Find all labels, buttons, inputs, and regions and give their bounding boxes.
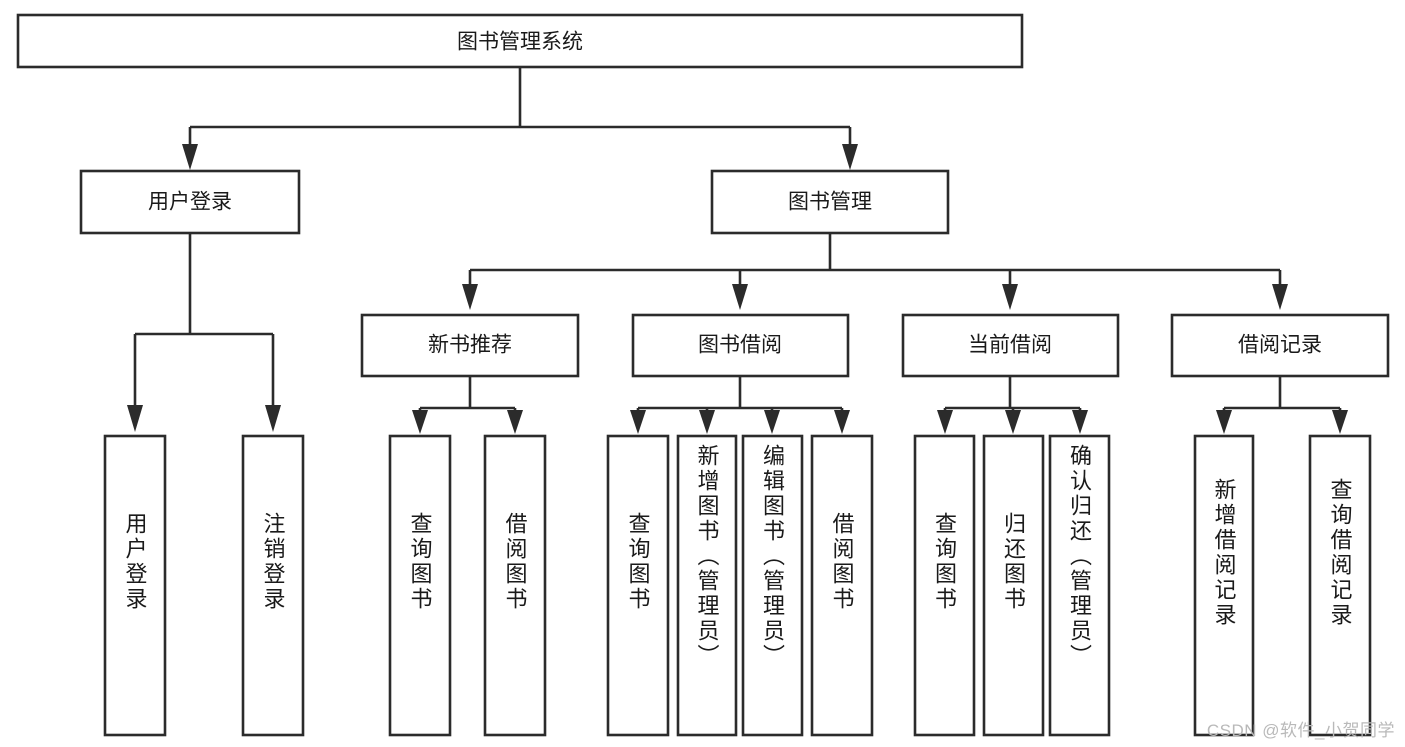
leaf-node-query-book-borrow[interactable]: [606, 434, 670, 737]
node-book-borrow-label: 图书借阅: [698, 334, 782, 357]
leaf-node-borrow-book-recommend[interactable]: [483, 434, 547, 737]
connector-root-to-level1: [182, 67, 858, 170]
leaf-node-add-borrow-record[interactable]: [1193, 434, 1255, 737]
node-root-label: 图书管理系统: [457, 31, 583, 54]
leaf-node-query-book-current[interactable]: [913, 434, 976, 737]
leaf-node-logout[interactable]: [241, 434, 305, 737]
connector-bookborrow-to-leaves: [630, 376, 850, 434]
leaf-node-query-book-recommend[interactable]: [388, 434, 452, 737]
leaf-node-user-login[interactable]: [103, 434, 167, 737]
node-current-borrow-label: 当前借阅: [968, 334, 1052, 357]
connector-userlogin-to-leaves: [127, 233, 281, 432]
node-book-management-label: 图书管理: [788, 191, 872, 214]
leaf-node-borrow-book[interactable]: [810, 434, 874, 737]
node-borrow-records[interactable]: 借阅记录: [1170, 313, 1390, 378]
node-book-management[interactable]: 图书管理: [710, 169, 950, 235]
connector-newbook-to-leaves: [412, 376, 523, 434]
node-book-borrow[interactable]: 图书借阅: [631, 313, 850, 378]
watermark: CSDN @软件_小贺同学: [1206, 721, 1395, 740]
node-user-login[interactable]: 用户登录: [79, 169, 301, 235]
connector-borrowrecords-to-leaves: [1216, 376, 1348, 434]
node-root[interactable]: 图书管理系统: [16, 13, 1024, 69]
node-new-book-recommend[interactable]: 新书推荐: [360, 313, 580, 378]
connector-currentborrow-to-leaves: [937, 376, 1088, 434]
connector-bookmgmt-to-level2: [462, 233, 1288, 310]
leaf-node-edit-book-admin[interactable]: [741, 434, 804, 737]
leaf-node-return-book[interactable]: [982, 434, 1045, 737]
node-current-borrow[interactable]: 当前借阅: [901, 313, 1120, 378]
node-new-book-recommend-label: 新书推荐: [428, 334, 512, 357]
node-borrow-records-label: 借阅记录: [1238, 334, 1322, 357]
leaf-node-confirm-return-admin[interactable]: [1048, 434, 1111, 737]
node-user-login-label: 用户登录: [148, 191, 232, 214]
leaf-node-query-borrow-record[interactable]: [1308, 434, 1372, 737]
leaf-node-add-book-admin[interactable]: [676, 434, 738, 737]
